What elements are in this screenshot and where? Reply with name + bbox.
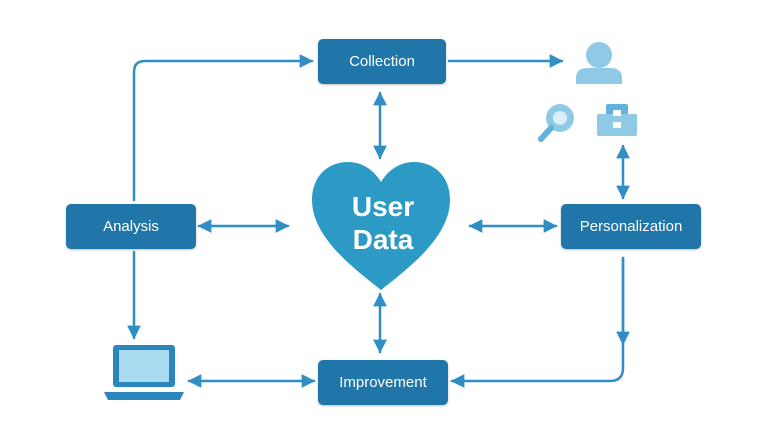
collection-node: Collection [318, 39, 446, 84]
laptop-icon [104, 345, 184, 400]
improvement-node: Improvement [318, 360, 448, 405]
personalization-node: Personalization [561, 204, 701, 249]
heart-label: User Data [318, 190, 448, 256]
magnifier-icon [538, 104, 574, 142]
toolbox-icon [597, 104, 637, 136]
arrow-analysis-to-collection [132, 54, 314, 202]
arrow-personalization-to-improvement [450, 256, 625, 388]
user-data-heart [312, 162, 450, 290]
heart-label-line-1: User [351, 191, 415, 222]
user-icon [576, 42, 622, 84]
analysis-node: Analysis [66, 204, 196, 249]
heart-label-line-2: Data [352, 224, 414, 255]
